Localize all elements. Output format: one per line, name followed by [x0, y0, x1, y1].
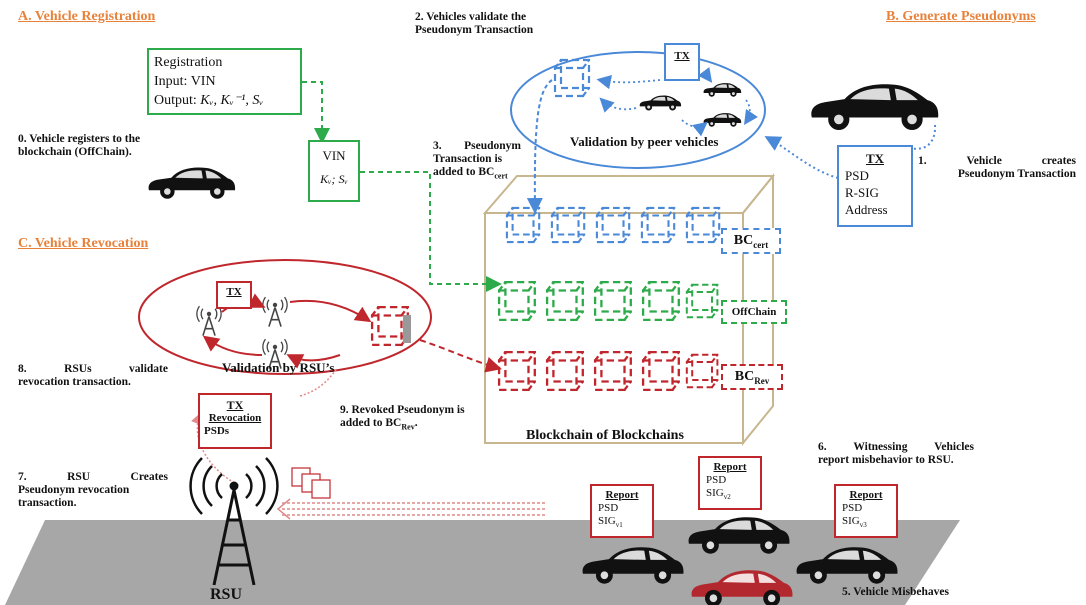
chain-row-offchain: [497, 280, 719, 322]
registration-box: Registration Input: VIN Output: Kᵥ, Kᵥ⁻¹…: [147, 48, 302, 115]
section-revocation-title: C. Vehicle Revocation: [18, 236, 149, 251]
peer-validation-ellipse: [510, 51, 766, 169]
tx-pseudonym-document: TX PSD R-SIG Address: [837, 145, 913, 227]
pending-block-icon: [553, 58, 591, 98]
report-document-v1: Report PSD SIGv1: [590, 484, 654, 538]
car-icon: [703, 83, 742, 97]
revoked-block-icon: [370, 305, 411, 347]
report-document-v3: Report PSD SIGv3: [834, 484, 898, 538]
rsu-validation-ellipse: [138, 259, 432, 375]
chain-row-rev: [497, 350, 719, 392]
registration-output-formula: Kᵥ, Kᵥ⁻¹, Sᵥ: [200, 93, 264, 108]
peer-validation-label: Validation by peer vehicles: [570, 134, 719, 149]
section-pseudonyms-title: B. Generate Pseudonyms: [886, 9, 1036, 24]
car-icon: [811, 84, 939, 131]
rsu-label: RSU: [210, 586, 243, 603]
registration-title: Registration: [154, 55, 223, 70]
antenna-icon: [196, 305, 222, 337]
vin-document: VIN Kᵥ; Sᵥ: [308, 140, 360, 202]
report-document-v2: Report PSD SIGv2: [698, 456, 762, 510]
section-registration-title: A. Vehicle Registration: [18, 9, 156, 24]
step-0-label: 0. Vehicle registers to the blockchain (…: [18, 133, 141, 158]
antenna-icon: [262, 296, 288, 328]
step-2-label: 2. Vehicles validate the Pseudonym Trans…: [415, 11, 534, 36]
blockchain-caption: Blockchain of Blockchains: [526, 428, 684, 443]
offchain-label: OffChain: [721, 300, 787, 324]
bc-cert-label: BCcert: [721, 228, 781, 254]
step-5-label: 5. Vehicle Misbehaves: [842, 586, 950, 598]
registration-output: Output: Kᵥ, Kᵥ⁻¹, Sᵥ: [154, 93, 264, 108]
bc-rev-label: BCRev: [721, 364, 783, 390]
reports-stack-icon: [291, 467, 331, 499]
vin-keys: Kᵥ; Sᵥ: [320, 172, 348, 186]
registration-input: Input: VIN: [154, 74, 216, 89]
tx-document-icon: TX: [216, 281, 252, 309]
tx-revocation-document: TX Revocation PSDs: [198, 393, 272, 449]
step-9-label: 9. Revoked Pseudonym is added to BCRev.: [340, 404, 465, 432]
blockchain-cube: [482, 173, 776, 446]
vin-title: VIN: [322, 148, 346, 163]
tx-document-icon: TX: [664, 43, 700, 81]
rsu-validation-label: Validation by RSU’s: [222, 360, 335, 375]
car-icon: [148, 167, 236, 199]
rsu-tower-icon: [189, 457, 279, 586]
car-icon: [703, 113, 742, 127]
car-icon: [639, 95, 682, 111]
step-3-label: 3. Pseudonym Transaction is added to BCc…: [433, 140, 521, 181]
